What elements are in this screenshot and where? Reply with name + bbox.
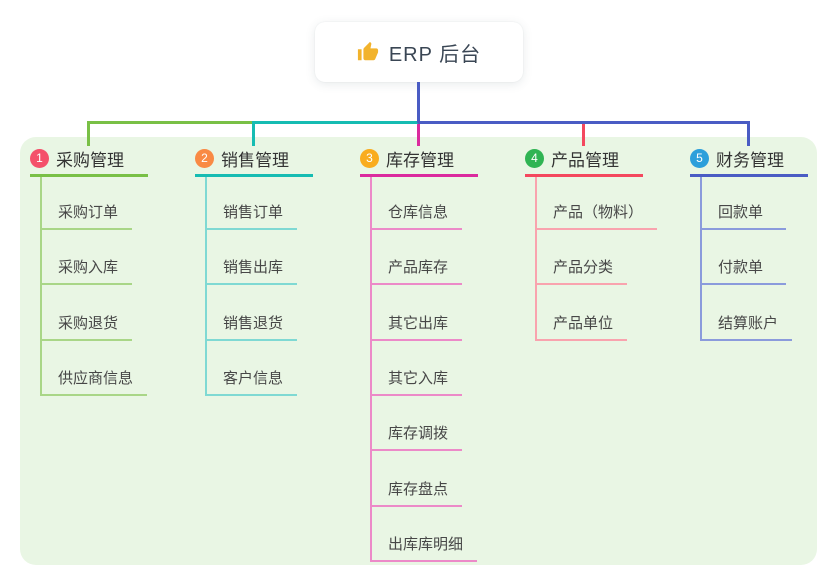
child-node[interactable]: 采购入库 (40, 256, 133, 286)
child-node[interactable]: 产品（物料） (535, 201, 658, 230)
branch-heading-2[interactable]: 2 销售管理 (195, 146, 313, 177)
branches-panel (20, 137, 817, 565)
branch-heading-1[interactable]: 1 采购管理 (30, 146, 148, 177)
child-node[interactable]: 产品分类 (535, 256, 628, 286)
branch-number-badge: 5 (690, 149, 709, 168)
connector-branch-drop (746, 121, 750, 146)
branch-title: 财务管理 (716, 151, 784, 170)
connector-branch-vline (370, 177, 372, 562)
child-node[interactable]: 回款单 (700, 201, 786, 230)
connector-branch-drop (581, 124, 585, 146)
connector-branch-vline (535, 177, 537, 341)
connector-root-stem (416, 82, 420, 123)
root-node[interactable]: ERP 后台 (315, 22, 523, 82)
child-node[interactable]: 采购退货 (40, 312, 133, 341)
branch-number-badge: 1 (30, 149, 49, 168)
connector-branch-drop (251, 121, 255, 146)
child-node[interactable]: 销售出库 (205, 256, 298, 286)
branch-title: 销售管理 (221, 151, 289, 170)
thumbs-up-icon (357, 41, 379, 63)
root-node-label: ERP 后台 (388, 43, 482, 66)
child-node[interactable]: 仓库信息 (370, 201, 463, 230)
child-node[interactable]: 其它出库 (370, 312, 463, 341)
connector-branch-drop (416, 124, 420, 146)
child-node[interactable]: 库存盘点 (370, 478, 463, 507)
branch-number-badge: 4 (525, 149, 544, 168)
child-node[interactable]: 采购订单 (40, 201, 133, 230)
child-node[interactable]: 其它入库 (370, 367, 463, 396)
connector-bus-right (418, 121, 750, 124)
branch-title: 采购管理 (56, 151, 124, 170)
child-node[interactable]: 产品库存 (370, 256, 463, 286)
child-node[interactable]: 库存调拨 (370, 422, 463, 452)
child-node[interactable]: 客户信息 (205, 367, 298, 396)
branch-number-badge: 3 (360, 149, 379, 168)
child-node[interactable]: 供应商信息 (40, 367, 148, 396)
branch-heading-4[interactable]: 4 产品管理 (525, 146, 643, 177)
connector-bus-mid (253, 121, 418, 124)
branch-heading-3[interactable]: 3 库存管理 (360, 146, 478, 177)
branch-number-badge: 2 (195, 149, 214, 168)
connector-bus-left (86, 121, 255, 124)
child-node[interactable]: 产品单位 (535, 312, 628, 341)
connector-branch-vline (205, 177, 207, 396)
child-node[interactable]: 销售退货 (205, 312, 298, 341)
branch-heading-5[interactable]: 5 财务管理 (690, 146, 808, 177)
child-node[interactable]: 出库库明细 (370, 533, 478, 562)
connector-branch-vline (700, 177, 702, 341)
connector-branch-drop (86, 121, 90, 146)
child-node[interactable]: 销售订单 (205, 201, 298, 230)
branch-title: 库存管理 (386, 151, 454, 170)
connector-branch-vline (40, 177, 42, 396)
branch-title: 产品管理 (551, 151, 619, 170)
child-node[interactable]: 结算账户 (700, 312, 793, 341)
child-node[interactable]: 付款单 (700, 256, 786, 286)
